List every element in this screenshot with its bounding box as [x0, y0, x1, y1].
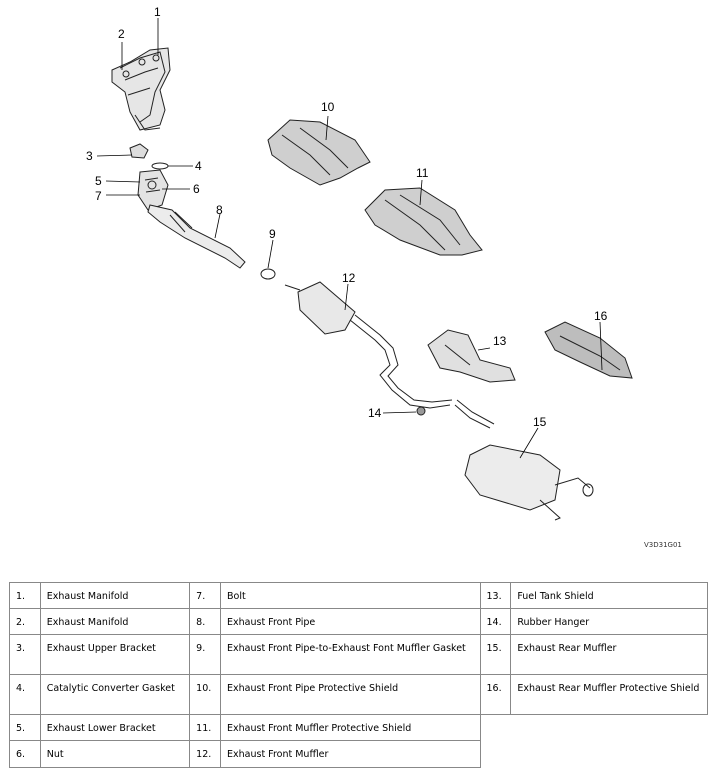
callout-15: 15 [533, 415, 547, 429]
callout-13: 13 [493, 334, 507, 348]
part-name: Exhaust Manifold [39, 582, 191, 609]
front-muffler-shield-illustration [364, 187, 483, 256]
callout-14: 14 [368, 406, 382, 420]
part-name: Fuel Tank Shield [510, 582, 708, 609]
part-number: 9. [189, 634, 221, 675]
callout-11: 11 [416, 166, 429, 180]
callout-10: 10 [321, 100, 335, 114]
gasket-illustration [260, 268, 276, 280]
part-name: Exhaust Front Pipe-to-Exhaust Font Muffl… [220, 634, 481, 675]
front-pipe-illustration [147, 204, 246, 269]
part-number: 14. [479, 608, 512, 635]
converter-bracket-illustration [129, 143, 169, 211]
front-muffler-illustration [284, 281, 453, 409]
part-number: 4. [9, 674, 41, 715]
rear-muffler-illustration [454, 399, 594, 521]
callout-2: 2 [118, 27, 125, 41]
part-number: 13. [479, 582, 512, 609]
front-pipe-shield-illustration [267, 119, 371, 186]
exhaust-system-diagram: 1 2 3 4 5 6 7 8 9 10 11 12 13 14 15 16 [86, 5, 633, 521]
figure-code: V3D31G01 [644, 541, 682, 549]
part-number: 12. [189, 740, 221, 768]
part-name: Exhaust Front Pipe [220, 608, 481, 635]
callout-5: 5 [95, 174, 102, 188]
fuel-tank-shield-illustration [427, 329, 516, 383]
callout-4: 4 [195, 159, 202, 173]
exhaust-manifold-illustration [111, 47, 171, 131]
part-number: 5. [9, 714, 41, 741]
callout-6: 6 [193, 182, 200, 196]
part-name: Bolt [220, 582, 481, 609]
part-number: 6. [9, 740, 41, 768]
part-name: Rubber Hanger [510, 608, 708, 635]
callout-7: 7 [95, 189, 102, 203]
callout-9: 9 [269, 227, 276, 241]
part-name: Exhaust Front Muffler Protective Shield [220, 714, 481, 741]
part-number: 7. [189, 582, 221, 609]
callout-16: 16 [594, 309, 608, 323]
part-name: Exhaust Front Pipe Protective Shield [220, 674, 481, 715]
part-name: Exhaust Rear Muffler Protective Shield [510, 674, 708, 715]
part-name: Exhaust Front Muffler [220, 740, 481, 768]
rear-muffler-shield-illustration [544, 321, 633, 379]
part-name: Exhaust Upper Bracket [39, 634, 191, 675]
leader-lines [96, 18, 603, 459]
part-name: Exhaust Manifold [39, 608, 191, 635]
part-name: Exhaust Rear Muffler [510, 634, 708, 675]
part-name: Nut [39, 740, 191, 768]
part-name: Exhaust Lower Bracket [39, 714, 191, 741]
part-number: 15. [479, 634, 512, 675]
callout-3: 3 [86, 149, 93, 163]
part-number: 16. [479, 674, 512, 715]
callout-12: 12 [342, 271, 356, 285]
part-number: 3. [9, 634, 41, 675]
part-number: 1. [9, 582, 41, 609]
part-name: Catalytic Converter Gasket [39, 674, 191, 715]
callout-1: 1 [154, 5, 161, 19]
part-number: 11. [189, 714, 221, 741]
part-number: 8. [189, 608, 221, 635]
part-number: 2. [9, 608, 41, 635]
callout-8: 8 [216, 203, 223, 217]
rubber-hanger-illustration [416, 406, 426, 416]
part-number: 10. [189, 674, 221, 715]
